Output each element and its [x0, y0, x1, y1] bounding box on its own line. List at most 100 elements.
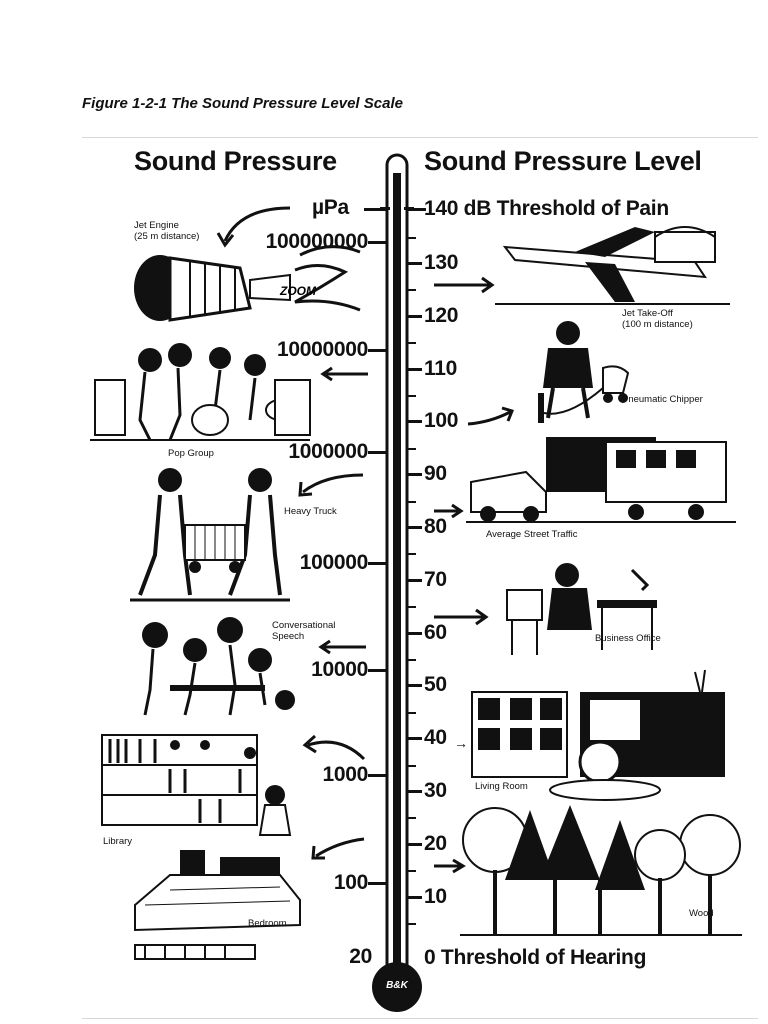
db-minor-tick [408, 765, 416, 767]
db-minor-tick [408, 712, 416, 714]
db-minor-tick [408, 395, 416, 397]
business-office-icon [506, 563, 657, 655]
db-tick [408, 579, 422, 582]
arrow-icon [434, 608, 489, 626]
jet-engine-icon: ZOOM [134, 245, 361, 322]
db-tick [408, 632, 422, 635]
conversation-icon [142, 617, 295, 716]
db-tick-label: 50 [424, 673, 447, 696]
threshold-of-pain-label: 140 dB Threshold of Pain [424, 197, 669, 220]
arrow-icon [434, 276, 495, 294]
db-minor-tick [408, 289, 416, 291]
db-tick-label: 70 [424, 568, 447, 591]
heavy-truck-caption: Heavy Truck [284, 506, 337, 517]
db-minor-tick [408, 870, 416, 872]
svg-text:ZOOM: ZOOM [279, 284, 317, 298]
db-minor-tick [408, 501, 416, 503]
db-tick-label: 110 [424, 357, 457, 380]
threshold-of-hearing-label: 0 Threshold of Hearing [424, 946, 647, 969]
db-tick [408, 684, 422, 687]
living-room-icon [471, 669, 725, 801]
living-room-arrow: → [454, 735, 468, 751]
conversation-caption: Conversational Speech [272, 620, 336, 642]
heavy-truck-icon [130, 468, 290, 602]
jet-engine-caption: Jet Engine (25 m distance) [134, 220, 200, 242]
db-minor-tick [408, 553, 416, 555]
pop-group-caption: Pop Group [168, 448, 214, 459]
arrow-icon [298, 473, 364, 497]
db-minor-tick [408, 606, 416, 608]
wood-caption: Wood [689, 908, 714, 919]
bulb-logo: B&K [386, 980, 408, 991]
top-divider [82, 137, 758, 138]
library-caption: Library [103, 836, 133, 847]
pressure-tick [368, 241, 388, 244]
db-tick [408, 473, 422, 476]
street-traffic-icon [466, 437, 736, 523]
db-minor-tick [408, 237, 416, 239]
db-tick-label: 20 [424, 832, 447, 855]
pneumatic-chipper-icon [538, 321, 630, 423]
db-minor-tick [408, 659, 416, 661]
db-tick-label: 30 [424, 779, 447, 802]
pressure-tick-label: 10000000 [276, 338, 368, 361]
db-minor-tick [408, 448, 416, 450]
db-minor-tick [408, 342, 416, 344]
sound-pressure-heading: Sound Pressure [134, 146, 337, 176]
pressure-tick-label: 100 [333, 871, 368, 894]
curved-arrow-icon [216, 206, 291, 248]
db-minor-tick [408, 817, 416, 819]
street-traffic-caption: Average Street Traffic [486, 529, 578, 540]
db-tick-label: 120 [424, 304, 459, 327]
arrow-icon [320, 366, 368, 382]
living-room-caption: Living Room [475, 781, 528, 792]
arrow-icon [311, 837, 365, 860]
db-minor-tick [408, 923, 416, 925]
db-tick-label: 60 [424, 621, 447, 644]
db-tick [408, 262, 422, 265]
figure-caption: Figure 1-2-1 The Sound Pressure Level Sc… [82, 95, 403, 112]
arrow-icon [434, 858, 466, 874]
db-tick [408, 315, 422, 318]
db-tick-label: 10 [424, 885, 447, 908]
unit-tick [364, 208, 386, 211]
pressure-tick [368, 562, 388, 565]
db-tick [408, 526, 422, 529]
arrow-icon [318, 639, 366, 655]
pressure-tick [368, 451, 388, 454]
library-icon [101, 734, 292, 836]
pressure-tick [368, 349, 388, 352]
pop-group-icon [90, 343, 311, 441]
wood-icon [460, 805, 742, 936]
pressure-tick-label: 100000 [299, 551, 369, 574]
business-office-caption: Business Office [595, 633, 661, 644]
db-tick-label: 90 [424, 462, 447, 485]
pressure-tick [368, 882, 388, 885]
arrow-icon [434, 503, 464, 519]
bottom-divider [82, 1018, 758, 1019]
db-tick-label: 130 [424, 251, 459, 274]
db-tick [408, 420, 422, 423]
db-tick-label: 40 [424, 726, 447, 749]
sound-pressure-level-heading: Sound Pressure Level [424, 146, 702, 176]
pressure-tick-label: 10000 [311, 658, 368, 681]
curved-arrow-icon [302, 734, 366, 761]
pneumatic-chipper-caption: Pneumatic Chipper [622, 394, 703, 405]
jet-takeoff-icon [495, 226, 730, 305]
pressure-tick [368, 774, 388, 777]
db-tick [408, 368, 422, 371]
pain-tick [408, 208, 426, 211]
db-tick-label: 80 [424, 515, 447, 538]
bedroom-icon [134, 850, 301, 960]
pressure-tick-label: 1000000 [288, 440, 368, 463]
jet-takeoff-caption: Jet Take-Off (100 m distance) [622, 308, 693, 330]
db-tick [408, 843, 422, 846]
db-tick-label: 100 [424, 409, 459, 432]
bedroom-caption: Bedroom [248, 918, 287, 929]
db-tick [408, 737, 422, 740]
arrow-icon [467, 406, 515, 426]
db-tick [408, 790, 422, 793]
pressure-tick [368, 669, 388, 672]
pressure-tick-label: 1000 [322, 763, 368, 786]
pressure-tick-label: 20 [349, 945, 372, 968]
